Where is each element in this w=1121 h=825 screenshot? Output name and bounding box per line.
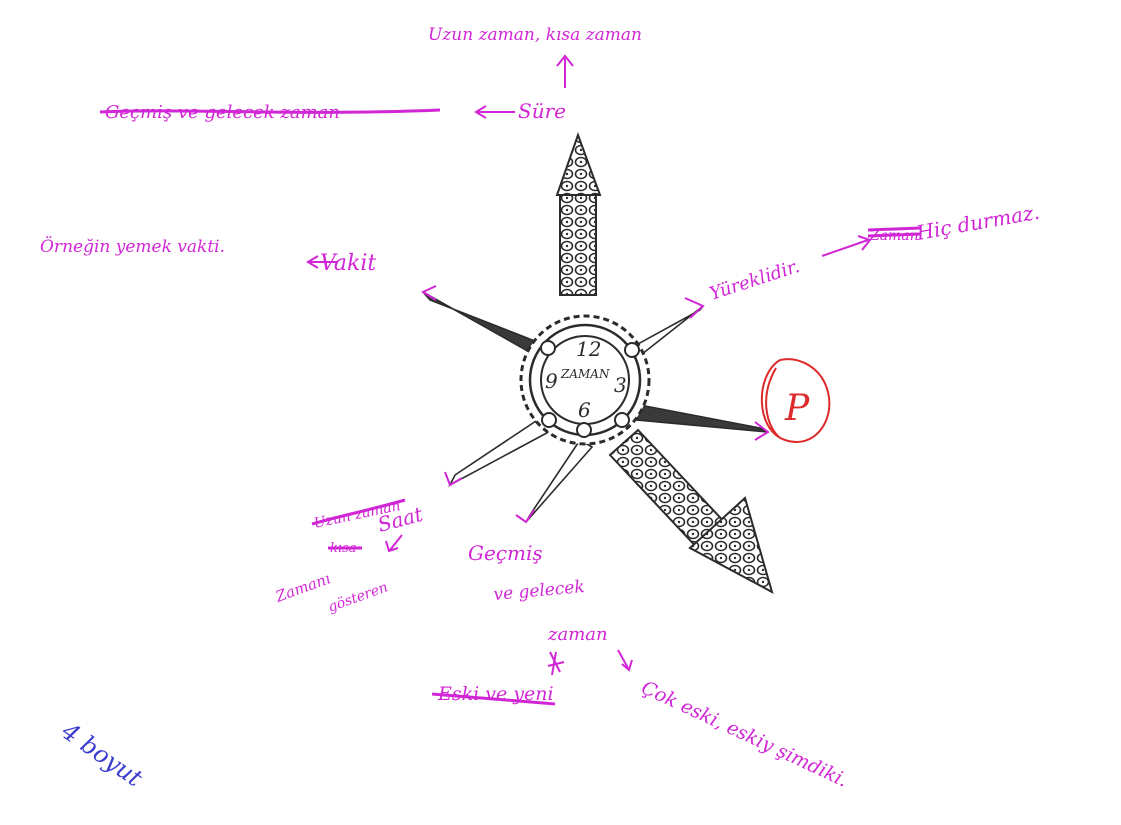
clock-number-6: 6	[578, 398, 591, 422]
bl-text-zamani: Zamanı	[272, 569, 333, 606]
right-text-yurekli: Yürekli̇dir.	[707, 256, 802, 305]
bottom-text-zaman: zaman	[547, 624, 608, 645]
red-mark: P	[762, 359, 830, 442]
clock-number-3: 3	[614, 373, 627, 397]
down-right-arrow	[610, 430, 772, 592]
left-text-example: Örneğin yemek vakti.	[40, 236, 225, 257]
corner-note: 4 boyut	[56, 716, 148, 792]
branch-right: Yürekli̇dir. Zaman Hiç durmaz.	[707, 200, 1041, 305]
branch-left: Örneğin yemek vakti. Vakit	[40, 236, 376, 276]
bottom-text-ve-gelecek: ve gelecek	[493, 577, 586, 605]
right-text-durmaz: Hiç durmaz.	[914, 200, 1042, 245]
gear-clock: 12 9 3 6 ZAMAN	[521, 316, 649, 444]
corner-text: 4 boyut	[56, 716, 148, 792]
branch-bottom: Geçmiş ve gelecek zaman Eski ve yeni Çok…	[432, 541, 851, 792]
center-label: ZAMAN	[560, 367, 610, 381]
top-text-durations: Uzun zaman, kısa zaman	[428, 25, 642, 45]
bl-text-gosteren: gösteren	[326, 579, 390, 615]
branch-top: Uzun zaman, kısa zaman Süre Geçmiş ve ge…	[100, 25, 642, 123]
top-text-sure: Süre	[518, 99, 566, 123]
red-mark-letter: P	[784, 388, 810, 429]
up-arrow	[557, 135, 600, 295]
branch-bottom-left: Uzun zaman kısa Saat Zamanı gösteren	[272, 498, 426, 616]
left-text-vakit: Vakit	[320, 251, 376, 276]
bottom-text-cok-eski: Çok eski, eskiy şimdiki.	[638, 677, 851, 792]
clock-number-12: 12	[576, 337, 601, 361]
bottom-text-gecmis: Geçmiş	[468, 541, 543, 565]
clock-number-9: 9	[545, 369, 558, 393]
